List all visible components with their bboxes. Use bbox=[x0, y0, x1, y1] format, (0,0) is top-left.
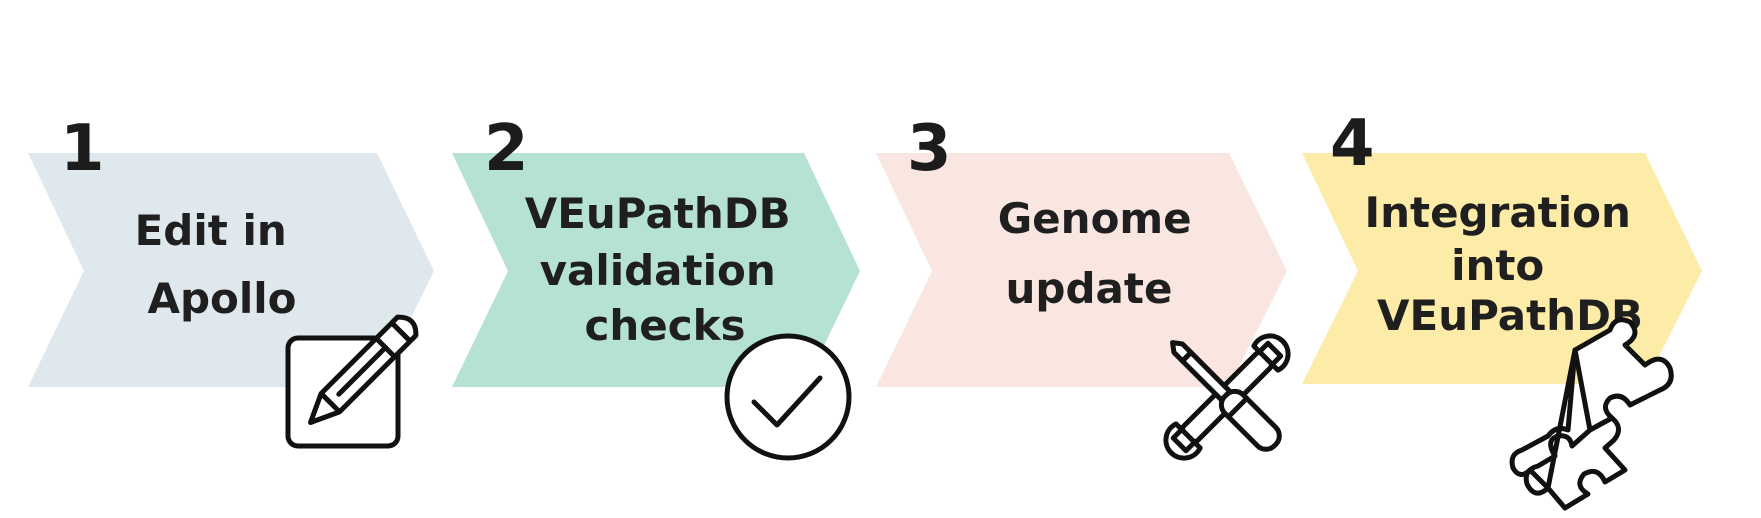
step-4-label-line-3: VEuPathDB bbox=[1377, 291, 1643, 340]
wrench-screwdriver-icon bbox=[1163, 333, 1291, 461]
step-3-label: Genome update bbox=[998, 194, 1207, 313]
step-1-number: 1 bbox=[60, 112, 105, 186]
puzzle-pieces-icon bbox=[1509, 317, 1674, 511]
step-2-label-line-1: VEuPathDB bbox=[525, 189, 791, 238]
step-3-number: 3 bbox=[907, 112, 952, 186]
step-1-chevron bbox=[28, 153, 434, 387]
step-1-label-line-2: Apollo bbox=[147, 274, 296, 323]
step-1: 1 Edit in Apollo bbox=[28, 112, 434, 449]
step-4-label-line-1: Integration bbox=[1364, 188, 1630, 237]
step-4: 4 Integration into VEuPathDB bbox=[1302, 107, 1702, 511]
step-2-label: VEuPathDB validation checks bbox=[525, 189, 806, 350]
step-4-label: Integration into VEuPathDB bbox=[1364, 188, 1645, 340]
checkmark-circle-icon bbox=[724, 333, 852, 461]
step-4-number: 4 bbox=[1330, 107, 1375, 181]
step-3-chevron bbox=[876, 153, 1287, 387]
step-2-label-line-2: validation bbox=[540, 246, 776, 295]
step-2-label-line-3: checks bbox=[584, 301, 745, 350]
step-2-chevron bbox=[452, 153, 860, 387]
step-3-label-line-1: Genome bbox=[998, 194, 1192, 243]
pencil-edit-icon bbox=[285, 314, 419, 449]
step-3-label-line-2: update bbox=[1006, 264, 1173, 313]
step-1-label-line-1: Edit in bbox=[135, 206, 287, 255]
step-2: 2 VEuPathDB validation checks bbox=[452, 112, 860, 461]
step-4-label-line-2: into bbox=[1451, 241, 1544, 290]
step-1-label: Edit in Apollo bbox=[135, 206, 302, 323]
step-3: 3 Genome update bbox=[876, 112, 1291, 461]
step-2-number: 2 bbox=[484, 112, 529, 186]
step-4-chevron bbox=[1302, 153, 1702, 384]
